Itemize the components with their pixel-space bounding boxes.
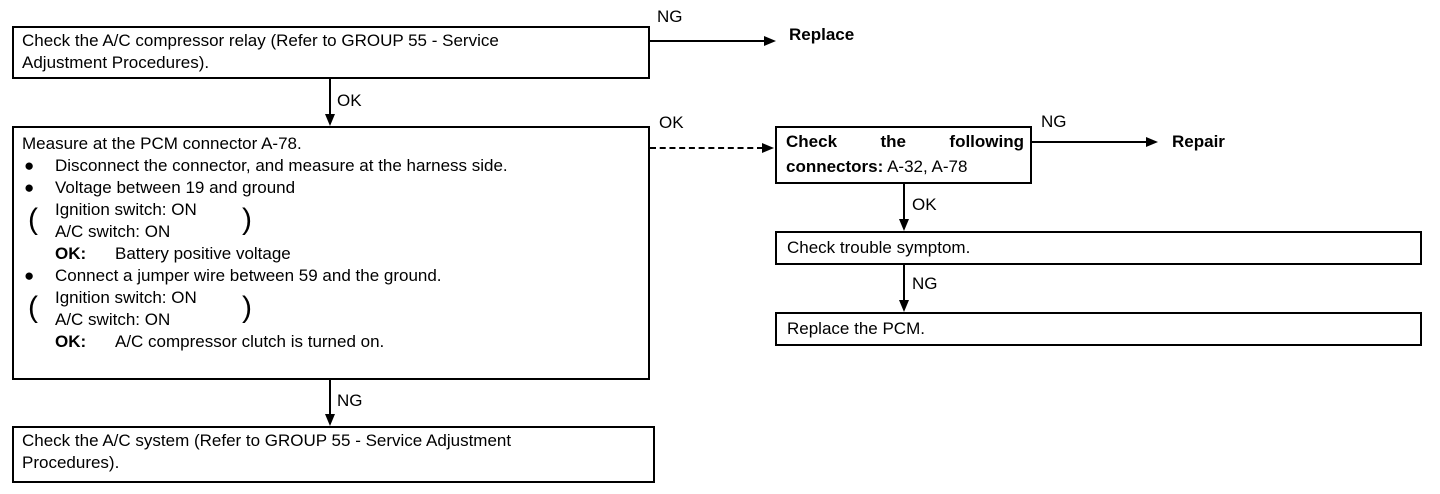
check-ac-system-box — [12, 426, 655, 483]
box4-connectors-list: A-32, A-78 — [883, 157, 968, 176]
connector-box4-box5 — [903, 184, 905, 220]
arrowhead-repair — [1146, 137, 1158, 147]
box4-line1: Check the following — [786, 131, 1024, 153]
box2-cond1b: A/C switch: ON — [55, 222, 171, 241]
label-repair: Repair — [1172, 132, 1225, 151]
label-ng-top: NG — [657, 7, 683, 26]
box6-text: Replace the PCM. — [787, 319, 925, 338]
arrowhead-box6 — [899, 300, 909, 312]
box2-bullet2: Voltage between 19 and ground — [55, 178, 296, 197]
measure-pcm-connector-box — [12, 126, 650, 380]
label-ng-5: NG — [912, 274, 938, 293]
box3-line1: Check the A/C system (Refer to GROUP 55 … — [22, 431, 512, 450]
label-replace: Replace — [789, 25, 855, 44]
label-ng-repair: NG — [1041, 112, 1067, 131]
label-ok-1: OK — [337, 91, 362, 110]
box2-ok1-text: Battery positive voltage — [115, 244, 291, 263]
box3-line2: Procedures). — [22, 453, 120, 472]
bullet-dot-3: ● — [24, 266, 35, 285]
box2-bullet1: Disconnect the connector, and measure at… — [55, 156, 508, 175]
replace-pcm-box — [775, 312, 1422, 346]
label-ng-mid: NG — [337, 391, 363, 410]
label-ok-3: OK — [912, 195, 937, 214]
box2-cond2a: Ignition switch: ON — [55, 288, 197, 307]
box2-cond2b: A/C switch: ON — [55, 310, 171, 329]
label-ok-2: OK — [659, 113, 684, 132]
box2-cond1a: Ignition switch: ON — [55, 200, 197, 219]
box1-line1: Check the A/C compressor relay (Refer to… — [22, 31, 499, 50]
connector-box1-replace — [650, 40, 765, 42]
box2-bullet3: Connect a jumper wire between 59 and the… — [55, 266, 442, 285]
box4-word-following: following — [949, 132, 1024, 151]
arrowhead-replace — [764, 36, 776, 46]
box4-word-the: the — [880, 132, 906, 151]
box4-line2: connectors: A-32, A-78 — [786, 156, 967, 178]
check-connectors-box — [775, 126, 1032, 184]
connector-box5-box6 — [903, 265, 905, 301]
arrowhead-box5 — [899, 219, 909, 231]
connector-box4-repair — [1032, 141, 1147, 143]
box1-line2: Adjustment Procedures). — [22, 53, 210, 72]
connector-box2-box3 — [329, 380, 331, 415]
box2-ok1-label: OK: — [55, 244, 87, 263]
check-compressor-relay-box — [12, 26, 650, 79]
box2-ok2-label: OK: — [55, 332, 87, 351]
check-trouble-symptom-box — [775, 231, 1422, 265]
right-paren-1: ) — [242, 203, 252, 236]
left-paren-1: ( — [28, 203, 38, 236]
arrowhead-box4 — [762, 143, 774, 153]
left-paren-2: ( — [28, 291, 38, 324]
right-paren-2: ) — [242, 291, 252, 324]
box5-text: Check trouble symptom. — [787, 238, 971, 257]
bullet-dot-1: ● — [24, 156, 35, 175]
box4-word-check: Check — [786, 132, 838, 151]
box2-ok2-text: A/C compressor clutch is turned on. — [115, 332, 385, 351]
connector-box1-box2 — [329, 79, 331, 115]
bullet-dot-2: ● — [24, 178, 35, 197]
box2-title: Measure at the PCM connector A-78. — [22, 134, 302, 153]
arrowhead-box2 — [325, 114, 335, 126]
arrowhead-box3 — [325, 414, 335, 426]
box4-connectors-label: connectors: — [786, 157, 884, 176]
connector-box2-box4 — [650, 147, 763, 149]
